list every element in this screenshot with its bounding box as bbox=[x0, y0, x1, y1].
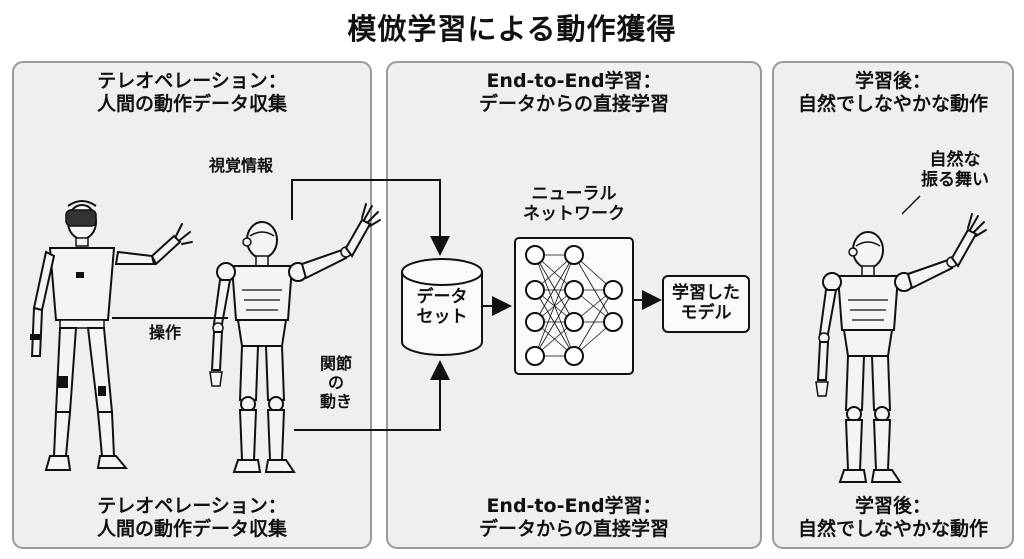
nn-node bbox=[564, 245, 584, 265]
nn-edge bbox=[573, 254, 614, 323]
nn-edge bbox=[534, 254, 575, 357]
nn-edge bbox=[534, 254, 575, 323]
trained-model-box bbox=[662, 275, 750, 333]
neural-network-nodes bbox=[525, 245, 623, 366]
nn-node bbox=[603, 312, 623, 332]
nn-node bbox=[603, 280, 623, 300]
vr-headset-icon bbox=[65, 209, 97, 227]
trained-model-line1: 学習した bbox=[672, 283, 740, 303]
teleop-footer: テレオペレーション： 人間の動作データ収集 bbox=[13, 495, 371, 541]
diagram-title: 模倣学習による動作獲得 bbox=[347, 12, 677, 46]
teleop-header: テレオペレーション： 人間の動作データ収集 bbox=[13, 70, 371, 116]
natural-behavior-label: 自然な 振る舞い bbox=[910, 150, 1000, 191]
human-operator-figure bbox=[30, 200, 193, 471]
teleop-header-line2: 人間の動作データ収集 bbox=[96, 92, 287, 115]
nn-edge bbox=[573, 289, 614, 357]
joint-motion-label: 関節 の 動き bbox=[306, 354, 366, 412]
after-footer-line2: 自然でしなやかな動作 bbox=[797, 517, 988, 540]
after-header-line1: 学習後： bbox=[854, 70, 931, 92]
natural-behavior-line1: 自然な bbox=[929, 150, 981, 170]
trained-model-line2: モデル bbox=[680, 303, 732, 324]
nn-node bbox=[564, 346, 584, 366]
e2e-header-line1: End-to-End学習： bbox=[486, 70, 662, 92]
neural-network-line1: ニューラル bbox=[531, 184, 617, 204]
dataset-label: データ セット bbox=[402, 287, 482, 328]
after-footer: 学習後： 自然でしなやかな動作 bbox=[773, 495, 1013, 541]
e2e-footer-line2: データからの直接学習 bbox=[478, 517, 669, 540]
e2e-header: End-to-End学習： データからの直接学習 bbox=[387, 70, 761, 116]
nn-node bbox=[525, 346, 545, 366]
dataset-line1: データ bbox=[416, 287, 468, 307]
joint-motion-line2: の bbox=[327, 373, 344, 393]
teleop-footer-line2: 人間の動作データ収集 bbox=[96, 517, 287, 540]
dataset-cylinder bbox=[401, 258, 483, 356]
trained-model-label: 学習した モデル bbox=[663, 283, 749, 324]
natural-behavior-pointer bbox=[901, 195, 921, 215]
nn-edge bbox=[534, 289, 575, 357]
visual-info-label: 視覚情報 bbox=[208, 156, 273, 175]
e2e-footer-line1: End-to-End学習： bbox=[486, 495, 662, 517]
teleop-footer-line1: テレオペレーション： bbox=[97, 495, 287, 517]
joint-motion-arrow bbox=[294, 360, 450, 431]
joint-motion-line3: 動き bbox=[319, 392, 352, 412]
e2e-footer: End-to-End学習： データからの直接学習 bbox=[387, 495, 761, 541]
natural-behavior-line2: 振る舞い bbox=[921, 170, 989, 191]
dataset-line2: セット bbox=[416, 307, 468, 328]
nn-node bbox=[525, 312, 545, 332]
after-header: 学習後： 自然でしなやかな動作 bbox=[773, 70, 1013, 116]
after-footer-line1: 学習後： bbox=[854, 495, 931, 517]
nn-node bbox=[564, 312, 584, 332]
nn-node bbox=[564, 280, 584, 300]
operation-label: 操作 bbox=[148, 323, 181, 342]
neural-network-label: ニューラル ネットワーク bbox=[504, 184, 644, 225]
teleop-header-line1: テレオペレーション： bbox=[97, 70, 287, 92]
nn-node bbox=[525, 245, 545, 265]
nn-node bbox=[525, 280, 545, 300]
neural-network-line2: ネットワーク bbox=[523, 204, 625, 225]
after-header-line2: 自然でしなやかな動作 bbox=[797, 92, 988, 115]
visual-info-arrow bbox=[291, 179, 450, 256]
joint-motion-line1: 関節 bbox=[319, 354, 352, 373]
e2e-header-line2: データからの直接学習 bbox=[478, 92, 669, 115]
